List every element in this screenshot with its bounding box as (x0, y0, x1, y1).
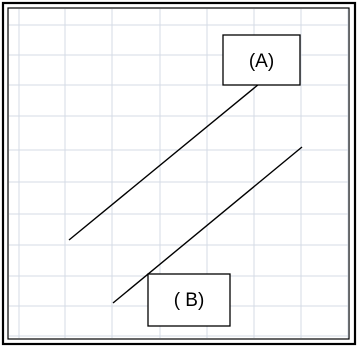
label-b-text: ( B) (174, 290, 205, 311)
line-a (68, 83, 260, 241)
label-a: (A) (222, 34, 301, 86)
label-b: ( B) (147, 273, 231, 327)
label-a-box (222, 34, 301, 86)
line-b (112, 146, 303, 304)
label-a-text: (A) (249, 51, 274, 72)
frame-inner (7, 7, 350, 340)
label-b-box (147, 273, 231, 327)
